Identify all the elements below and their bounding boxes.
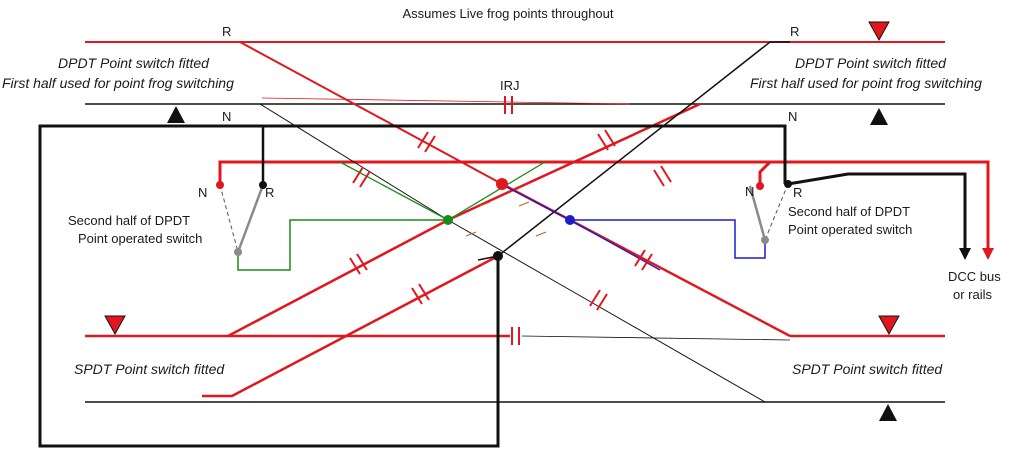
note-spdt-left: SPDT Point switch fitted [74,361,225,377]
label-r-top-right: R [790,24,799,39]
green-frog-wire [237,219,448,271]
ij-mid-left [352,166,371,188]
small-gaps [465,201,547,237]
frog-node-blue [565,215,575,225]
note-dpdt-left-1: DPDT Point switch fitted [58,55,210,71]
red-diagonal-1 [212,41,503,185]
ij-irj-top [504,96,513,114]
diagram-title: Assumes Live frog points throughout [402,6,613,21]
inner-red-bus [218,160,774,186]
ij-lower-right2 [589,289,608,311]
label-n-right-switch: N [745,184,754,199]
note-spdt-right: SPDT Point switch fitted [792,361,943,377]
ij-lower-left2 [411,283,430,305]
label-r-left-switch: R [265,185,274,200]
note-second-half-right-2: Point operated switch [788,222,912,237]
feed-triangle-lower-left-red-icon [104,315,126,336]
note-second-half-left-2: Point operated switch [78,231,202,246]
note-dpdt-right-2: First half used for point frog switching [750,75,982,91]
left-point-switch [216,181,267,256]
feed-triangle-lower-right-red-icon [878,315,900,336]
note-dcc-1: DCC bus [948,269,1001,284]
arrow-red-down-icon [982,248,994,260]
ij-mid-right [653,165,672,187]
ij-irj-bottom [511,327,520,345]
note-dpdt-right-1: DPDT Point switch fitted [795,55,947,71]
red-bus-to-dcc [770,160,990,250]
label-irj: IRJ [500,78,520,93]
ij-top-left [417,131,436,153]
frog-node-black [493,251,503,261]
nodes [443,178,575,261]
feed-triangle-top-right-red-icon [868,21,890,42]
irj-thin-red [261,97,631,105]
feed-triangle-bottom-right-black-icon [879,404,897,421]
black-diagonal-1 [477,41,790,261]
ij-top-right [597,129,616,151]
note-second-half-right-1: Second half of DPDT [788,204,910,219]
label-n-left-track: N [222,109,231,124]
feed-triangle-upper-left-black-icon [167,106,185,123]
frog-node-green [443,215,453,225]
label-r-right-switch: R [793,185,802,200]
red-diagonal-3 [202,254,499,398]
label-n-left-switch: N [198,185,207,200]
black-drop [38,124,787,448]
note-second-half-left-1: Second half of DPDT [68,213,190,228]
frog-node-red [496,178,508,190]
insulating-joints [349,96,672,345]
black-diagonal-2 [240,103,790,403]
lower-thin-black [521,335,791,341]
ij-low-left [349,253,368,275]
black-feed-to-dcc [787,172,967,250]
blue-frog-wire [570,219,766,259]
label-n-right-track: N [788,109,797,124]
ij-low-right [634,249,653,271]
note-dcc-2: or rails [953,287,993,302]
feed-triangle-upper-right-black-icon [870,108,888,125]
right-point-switch [748,180,792,244]
label-r-top-left: R [222,24,231,39]
arrow-black-down-icon [959,248,971,260]
note-dpdt-left-2: First half used for point frog switching [2,75,234,91]
